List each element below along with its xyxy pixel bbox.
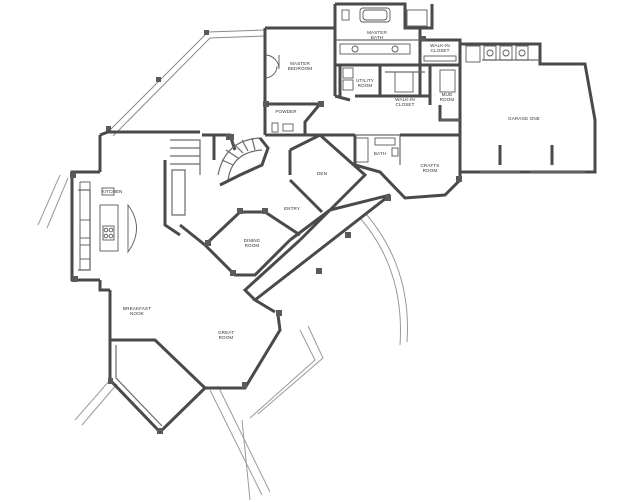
garage-walls (440, 42, 597, 174)
column (242, 382, 247, 388)
garage-cabinet (465, 45, 481, 63)
bath-tub (355, 137, 369, 163)
label-bath: BATH (374, 151, 386, 156)
kitchen-counter (79, 181, 91, 271)
kitchen-fixtures (78, 181, 137, 271)
eating-bar (127, 203, 137, 254)
bath-vanity (374, 137, 396, 146)
fridge (79, 244, 91, 260)
label-powder: POWDER (275, 109, 297, 114)
range (102, 225, 115, 241)
bathtub-inner (362, 9, 388, 21)
toilet (341, 9, 350, 21)
label-den: DEN (317, 171, 327, 176)
label-entry: ENTRY (284, 206, 300, 211)
closet-shelf (423, 55, 457, 62)
bedroom-door-swing (264, 65, 278, 79)
utility-fixture (486, 49, 494, 57)
north-west-window-wall (106, 29, 266, 137)
curved-stair (170, 133, 270, 187)
window-post (106, 126, 111, 132)
powder-sink (282, 123, 294, 132)
label-kitchen: KITCHEN (102, 189, 123, 194)
column (276, 310, 282, 316)
sink (101, 187, 115, 196)
dryer (342, 79, 354, 91)
bathtub (359, 7, 391, 23)
bedroom-door-swing (264, 54, 280, 70)
master-bath-fixtures (264, 7, 457, 93)
kitchen-island (99, 204, 119, 252)
burner (103, 227, 109, 233)
label-garage: GARAGE ONE (508, 116, 540, 121)
sink (351, 45, 359, 53)
mud-bench (439, 69, 456, 93)
shower (406, 9, 428, 27)
central-rooms-walls (265, 103, 462, 214)
closet-island (394, 71, 414, 93)
column (108, 378, 113, 384)
burner (108, 233, 114, 239)
utility-fixture (518, 49, 526, 57)
burner (108, 227, 114, 233)
garage-cabinet (483, 45, 497, 61)
garage-cabinet (499, 45, 513, 61)
utility-fixture (502, 49, 510, 57)
sink (391, 45, 399, 53)
garage-cabinet (515, 45, 529, 61)
bath-toilet (391, 147, 399, 157)
burner (103, 233, 109, 239)
powder-toilet (271, 122, 279, 133)
window-post (204, 30, 209, 35)
wall-oven (79, 219, 91, 239)
exterior-deck-lines (37, 174, 408, 501)
column (157, 428, 163, 434)
vanity (339, 43, 411, 55)
structural-posts (70, 36, 462, 282)
window-post (156, 77, 161, 82)
main-living-walls (70, 130, 391, 435)
washer (342, 67, 354, 79)
